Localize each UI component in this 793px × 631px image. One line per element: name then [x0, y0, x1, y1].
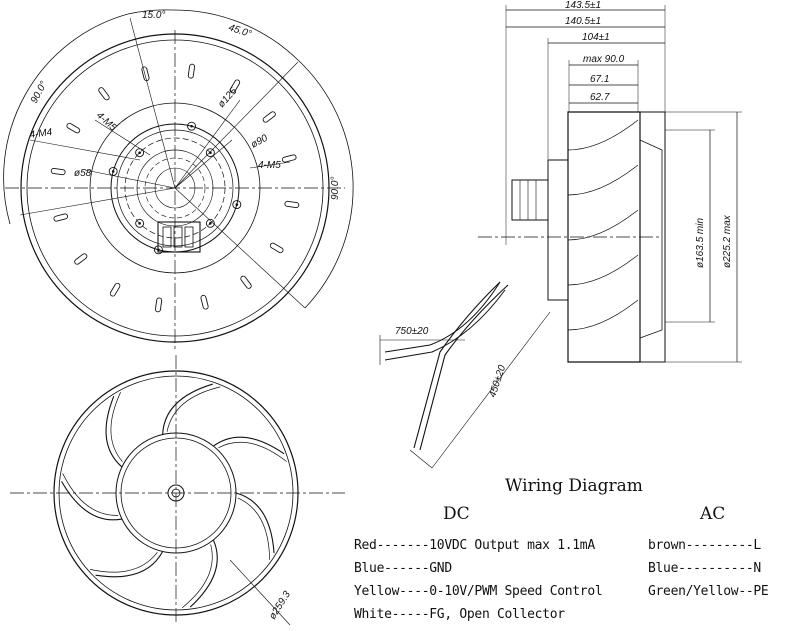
mounting-slot [240, 275, 252, 289]
width-67-label: 67.1 [590, 74, 609, 85]
connector [157, 221, 201, 253]
impeller-blade [235, 492, 275, 554]
mounting-slot [141, 66, 150, 82]
dia-225-label: ø225.2 max [722, 214, 733, 268]
motor-hub [511, 179, 549, 221]
mounting-slot [229, 79, 241, 94]
dc-wire-blue: Blue------GND [354, 561, 452, 576]
impeller-blades [61, 383, 287, 609]
impeller-blade [189, 539, 218, 608]
mounting-slot [155, 297, 163, 313]
mounting-hole [205, 218, 215, 228]
mounting-slot [53, 213, 69, 222]
dia-163-label: ø163.5 min [695, 218, 706, 268]
angle-90-right-label: 90.0° [330, 177, 341, 200]
mounting-slots [50, 63, 300, 313]
angle-45-label: 45.0° [227, 22, 253, 40]
bottom-view [10, 355, 345, 626]
angle-15-label: 15.0° [142, 10, 165, 21]
ac-heading: AC [700, 504, 726, 524]
impeller-blade [105, 396, 123, 468]
width-140-label: 140.5±1 [565, 16, 601, 27]
mounting-slot [262, 111, 276, 123]
ac-wire-brown: brown---------L [648, 538, 761, 553]
mounting-slot [50, 168, 66, 176]
mounting-slot [109, 282, 121, 297]
dia-259-label: ø259.3 [267, 589, 293, 622]
dia-58-label: ø58 [74, 168, 92, 179]
dia-90-label: ø90 [249, 133, 270, 151]
mounting-slot [66, 122, 81, 134]
top-view [3, 9, 354, 350]
dc-wire-red: Red-------10VDC Output max 1.1mA [354, 538, 595, 553]
width-62-label: 62.7 [590, 92, 610, 103]
side-view [379, 5, 742, 469]
impeller-blade [95, 551, 164, 578]
cable-bundle [419, 284, 509, 451]
impeller-blade [213, 436, 285, 455]
holes-m5-right-label: 4-M5 [258, 160, 281, 171]
wiring-title: Wiring Diagram [505, 476, 643, 496]
cable-450-label: 450±20 [487, 363, 508, 398]
impeller-blade [61, 481, 123, 521]
mounting-slot [74, 253, 88, 265]
mounting-slot [187, 63, 195, 79]
mounting-slot [98, 87, 110, 101]
holes-m4-label: 4-M4 [29, 127, 54, 141]
dc-wire-white: White-----FG, Open Collector [354, 607, 565, 622]
cable-750-label: 750±20 [395, 326, 429, 337]
mounting-slot [284, 200, 300, 208]
mounting-hole [205, 148, 215, 158]
width-143-label: 143.5±1 [565, 0, 601, 11]
dc-wire-yellow: Yellow----0-10V/PWM Speed Control [354, 584, 603, 599]
ac-wire-blue: Blue----------N [648, 561, 761, 576]
width-max90-label: max 90.0 [583, 54, 625, 65]
mounting-hole [187, 121, 197, 131]
mounting-hole [232, 200, 242, 210]
width-104-label: 104±1 [582, 32, 610, 43]
mounting-slot [200, 294, 209, 310]
mounting-slot [281, 154, 297, 163]
mounting-hole [135, 218, 145, 228]
ac-wire-pe: Green/Yellow--PE [648, 584, 769, 599]
mounting-slot [269, 242, 284, 254]
dc-heading: DC [443, 504, 470, 524]
